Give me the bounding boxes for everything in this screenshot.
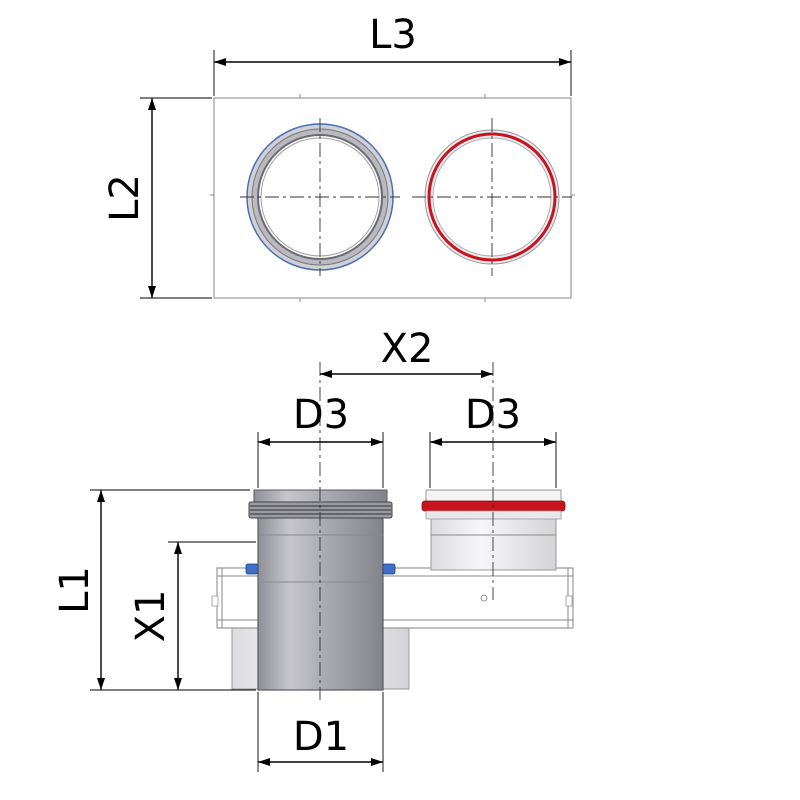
- dim-L2: L2: [102, 97, 212, 299]
- red-seal: [421, 500, 566, 512]
- label-L2: L2: [102, 174, 148, 222]
- label-L3: L3: [369, 12, 417, 58]
- label-D3-right: D3: [465, 392, 521, 438]
- blue-clip-left: [245, 563, 259, 575]
- top-view-center-lines: [240, 118, 572, 276]
- dim-D3-right: D3: [429, 392, 557, 488]
- dim-D1: D1: [257, 692, 384, 772]
- top-view-edge-ticks: [210, 94, 575, 302]
- side-right-pipe: [421, 489, 566, 571]
- label-X2: X2: [381, 326, 434, 372]
- label-L1: L1: [52, 566, 98, 614]
- dim-L1: L1: [52, 489, 256, 691]
- dim-L3: L3: [213, 12, 572, 96]
- top-view: L3 L2: [102, 12, 575, 302]
- label-X1: X1: [128, 590, 174, 643]
- dim-D3-left: D3: [257, 392, 384, 488]
- blue-clip-right: [382, 563, 396, 575]
- label-D1: D1: [293, 714, 349, 760]
- label-D3-left: D3: [293, 392, 349, 438]
- dim-X2: X2: [320, 326, 493, 378]
- side-view: X2 D3 D3 L1 X1: [52, 326, 574, 772]
- side-view-center-lines: [319, 362, 494, 700]
- dim-X1: X1: [128, 541, 256, 690]
- side-left-pipe: [245, 489, 396, 691]
